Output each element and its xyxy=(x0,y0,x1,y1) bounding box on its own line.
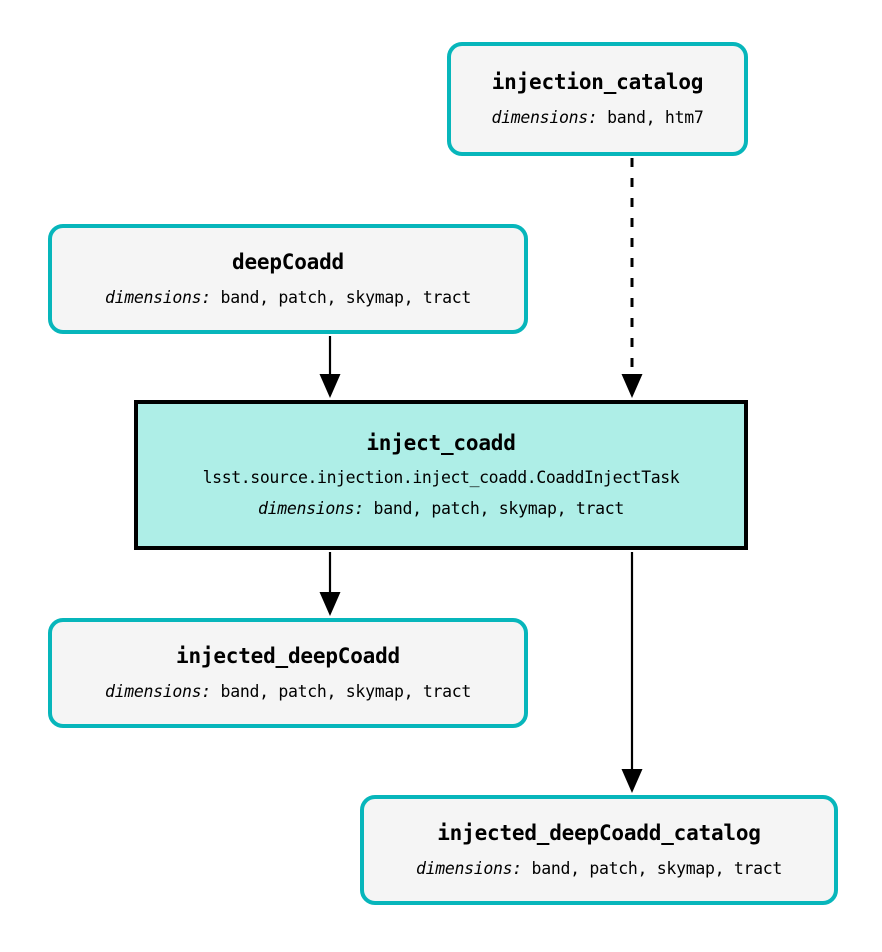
node-dimensions: dimensions: band, patch, skymap, tract xyxy=(104,287,472,308)
node-title: injected_deepCoadd xyxy=(176,644,400,669)
node-title: injection_catalog xyxy=(491,70,704,95)
node-dimensions: dimensions: band, patch, skymap, tract xyxy=(104,681,472,702)
dimensions-value: band, patch, skymap, tract xyxy=(521,858,783,878)
node-injection-catalog[interactable]: injection_catalog dimensions: band, htm7 xyxy=(447,42,748,156)
dimensions-value: band, patch, skymap, tract xyxy=(363,499,625,519)
dimensions-value: band, patch, skymap, tract xyxy=(210,287,472,307)
edge-deepcoadd-to-inject-coadd-arrowhead xyxy=(319,374,341,398)
node-title: deepCoadd xyxy=(232,250,344,275)
dimensions-value: band, patch, skymap, tract xyxy=(210,681,472,701)
dimensions-label: dimensions: xyxy=(104,681,211,701)
dimensions-label: dimensions: xyxy=(415,858,522,878)
node-dimensions: dimensions: band, patch, skymap, tract xyxy=(415,858,783,879)
dimensions-value: band, htm7 xyxy=(597,107,704,127)
dimensions-label: dimensions: xyxy=(104,287,211,307)
node-injected-deepcoadd-catalog[interactable]: injected_deepCoadd_catalog dimensions: b… xyxy=(360,795,838,905)
node-injected-deepcoadd[interactable]: injected_deepCoadd dimensions: band, pat… xyxy=(48,618,528,728)
node-deepcoadd[interactable]: deepCoadd dimensions: band, patch, skyma… xyxy=(48,224,528,334)
node-dimensions: dimensions: band, patch, skymap, tract xyxy=(257,499,625,519)
node-inject-coadd-task[interactable]: inject_coadd lsst.source.injection.injec… xyxy=(134,400,748,550)
dimensions-label: dimensions: xyxy=(491,107,598,127)
edge-inject-coadd-to-injected-deepcoadd-catalog-arrowhead xyxy=(621,769,643,793)
edge-injection-catalog-to-inject-coadd-arrowhead xyxy=(621,374,643,398)
edge-inject-coadd-to-injected-deepcoadd-arrowhead xyxy=(319,592,341,616)
dimensions-label: dimensions: xyxy=(257,499,364,519)
node-title: injected_deepCoadd_catalog xyxy=(437,821,761,846)
node-title: inject_coadd xyxy=(366,430,516,455)
node-dimensions: dimensions: band, htm7 xyxy=(491,107,704,128)
node-classname: lsst.source.injection.inject_coadd.Coadd… xyxy=(202,468,680,488)
